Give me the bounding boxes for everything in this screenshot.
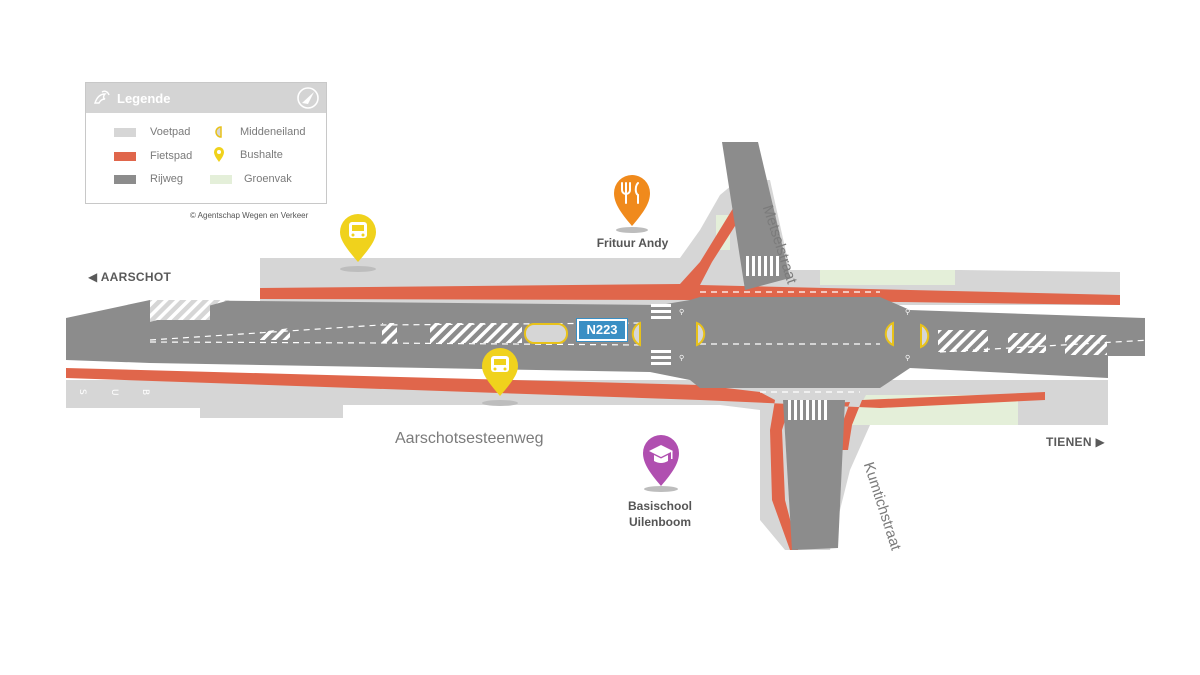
traffic-islands <box>524 321 930 349</box>
sidewalk-swatch <box>114 127 136 137</box>
poi-label-restaurant: Frituur Andy <box>596 236 669 250</box>
svg-text:⚲: ⚲ <box>679 354 684 362</box>
graduation-cap-icon <box>649 445 673 463</box>
legend-item-fietspad: Fietspad <box>114 150 192 162</box>
bike-paths <box>66 205 1120 550</box>
bus-stop-pin-south <box>482 348 518 396</box>
pavement-letter: S <box>77 389 87 395</box>
pin-shadows <box>340 227 678 492</box>
street-label-main: Aarschotsesteenweg <box>395 430 544 447</box>
restaurant-pin <box>614 175 650 226</box>
legend-title: Legende <box>117 90 171 106</box>
legend-item-groenvak: Groenvak <box>210 173 292 185</box>
svg-text:⚲: ⚲ <box>905 308 910 316</box>
legend-label: Groenvak <box>244 173 292 185</box>
island-icon <box>215 126 222 138</box>
bus-stop-icon <box>214 147 224 162</box>
svg-text:⚲: ⚲ <box>679 308 684 316</box>
legend-item-middeneiland: Middeneiland <box>212 126 305 138</box>
legend-label: Middeneiland <box>240 126 306 138</box>
legend-label: Rijweg <box>150 173 184 185</box>
legend-item-rijweg: Rijweg <box>114 173 183 185</box>
bike-path-swatch <box>114 151 136 161</box>
green-area-swatch <box>210 174 232 184</box>
crossing-markers: ⚲ ⚲ ⚲ ⚲ <box>679 308 910 362</box>
svg-text:⚲: ⚲ <box>905 354 910 362</box>
legend-label: Voetpad <box>150 126 191 138</box>
direction-west: ◀ AARSCHOT <box>88 270 172 284</box>
fork-knife-icon <box>621 182 639 204</box>
legend: Legende Voetpad Fietspad Rijweg Middenei… <box>85 82 327 204</box>
pavement-letter: U <box>109 389 119 396</box>
legend-header: Legende <box>86 83 326 113</box>
legend-item-voetpad: Voetpad <box>114 126 190 138</box>
legend-label: Fietspad <box>150 150 193 162</box>
roadway <box>66 142 1145 550</box>
zebra-crossings <box>651 256 827 420</box>
pavement-letters: S U B <box>77 389 150 396</box>
lane-markings <box>149 291 1151 393</box>
roadway-swatch <box>114 174 136 184</box>
poi-label-school-line2: Uilenboom <box>629 515 691 529</box>
bus-stop-pin-north <box>340 214 376 262</box>
direction-east: TIENEN ▶ <box>1046 435 1105 449</box>
legend-item-bushalte: Bushalte <box>214 147 283 163</box>
pavement-letter: B <box>140 389 150 395</box>
route-number-badge: N223 <box>576 318 628 342</box>
copyright: © Agentschap Wegen en Verkeer <box>190 211 309 220</box>
compass-icon <box>297 87 319 109</box>
flemish-lion-logo-icon <box>94 90 110 104</box>
poi-label-school-line1: Basischool <box>627 499 693 513</box>
legend-label: Bushalte <box>240 149 283 161</box>
school-pin <box>643 435 679 486</box>
